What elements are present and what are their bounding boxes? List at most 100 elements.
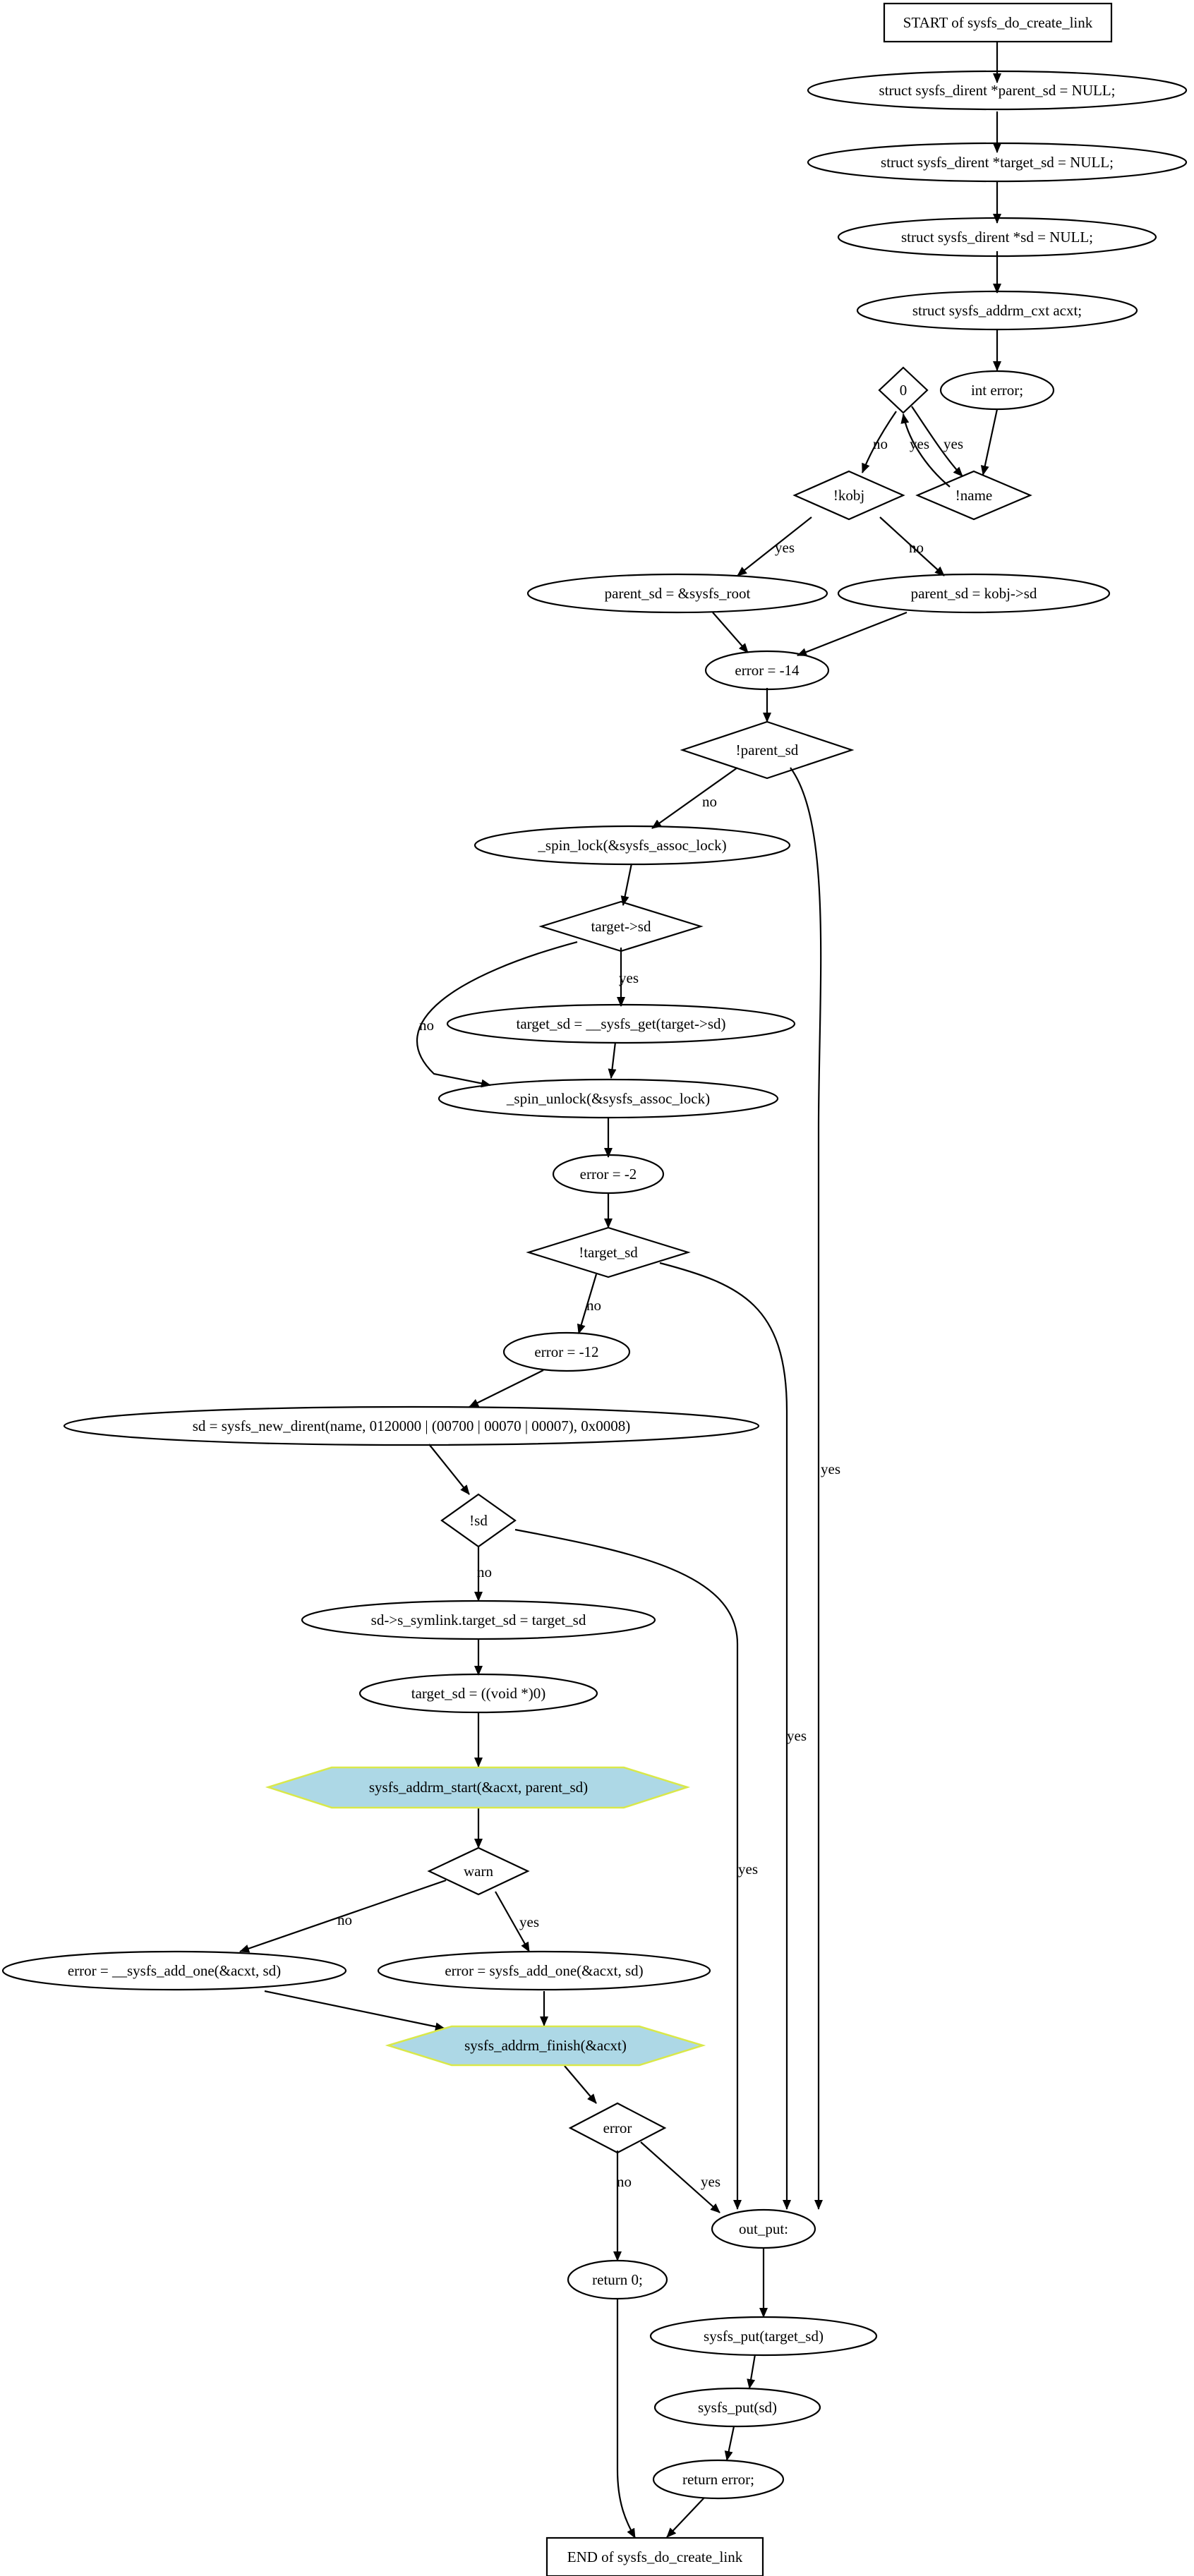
svg-text:out_put:: out_put: bbox=[739, 2220, 788, 2237]
edge-zero-name bbox=[911, 406, 963, 477]
node-err12: error = -12 bbox=[502, 1331, 631, 1372]
edge-label-sd-yes: yes bbox=[738, 1861, 758, 1877]
svg-text:sysfs_put(sd): sysfs_put(sd) bbox=[698, 2399, 777, 2416]
node-error-check: error bbox=[568, 2102, 667, 2154]
node-err14: error = -14 bbox=[704, 650, 830, 691]
svg-text:error = -2: error = -2 bbox=[580, 1166, 637, 1183]
edge-sdcheck-output bbox=[514, 1528, 742, 2210]
node-warn: warn bbox=[427, 1846, 530, 1896]
edge-kobj-parentkobj bbox=[879, 516, 945, 576]
svg-text:sd->s_symlink.target_sd = targ: sd->s_symlink.target_sd = target_sd bbox=[371, 1611, 586, 1628]
node-addrm-start: sysfs_addrm_start(&acxt, parent_sd) bbox=[265, 1766, 691, 1809]
edge-label-kobj-no: no bbox=[909, 539, 924, 556]
svg-text:sysfs_addrm_start(&acxt, paren: sysfs_addrm_start(&acxt, parent_sd) bbox=[369, 1779, 588, 1796]
svg-text:!sd: !sd bbox=[469, 1512, 488, 1529]
node-kobj-decision: !kobj bbox=[792, 470, 905, 521]
edge-label-parent-yes: yes bbox=[821, 1461, 840, 1477]
svg-text:START of sysfs_do_create_link: START of sysfs_do_create_link bbox=[903, 14, 1093, 31]
edges bbox=[239, 42, 1001, 2539]
svg-text:sysfs_put(target_sd): sysfs_put(target_sd) bbox=[704, 2328, 824, 2345]
edge-label-name-yes: yes bbox=[943, 435, 963, 452]
node-symlink: sd->s_symlink.target_sd = target_sd bbox=[301, 1600, 656, 1640]
node-sd-null: struct sysfs_dirent *sd = NULL; bbox=[837, 217, 1157, 258]
edge-finish-errorcheck bbox=[564, 2065, 597, 2104]
edge-errorcheck-output bbox=[640, 2141, 720, 2213]
edge-parentcheck-spinlock bbox=[651, 767, 738, 829]
svg-text:struct sysfs_dirent *target_sd: struct sysfs_dirent *target_sd = NULL; bbox=[881, 154, 1114, 171]
svg-text:!name: !name bbox=[955, 487, 992, 504]
svg-text:warn: warn bbox=[464, 1863, 493, 1880]
svg-text:struct sysfs_addrm_cxt acxt;: struct sysfs_addrm_cxt acxt; bbox=[912, 302, 1082, 319]
edge-label-warn-yes: yes bbox=[519, 1913, 539, 1930]
svg-text:END of sysfs_do_create_link: END of sysfs_do_create_link bbox=[567, 2548, 743, 2565]
node-parent-check: !parent_sd bbox=[680, 720, 855, 780]
edge-warn-addyes bbox=[495, 1891, 530, 1952]
node-return0: return 0; bbox=[567, 2259, 668, 2300]
node-parent-sd-null: struct sysfs_dirent *parent_sd = NULL; bbox=[807, 70, 1188, 111]
svg-text:0: 0 bbox=[900, 382, 907, 399]
edge-putsd-returnerror bbox=[724, 2426, 735, 2461]
svg-text:sd = sysfs_new_dirent(name, 01: sd = sysfs_new_dirent(name, 0120000 | (0… bbox=[193, 1417, 631, 1434]
node-sd-check: !sd bbox=[440, 1493, 517, 1548]
node-target-check: target->sd bbox=[538, 900, 704, 953]
edge-label-zero-no: no bbox=[873, 435, 888, 452]
edge-label-zero-yes: yes bbox=[910, 435, 929, 452]
edge-name-zero bbox=[900, 413, 951, 488]
edge-label-tsd-yes: yes bbox=[787, 1727, 807, 1744]
edge-warn-addno bbox=[239, 1879, 447, 1953]
node-spin-lock: _spin_lock(&sysfs_assoc_lock) bbox=[474, 825, 791, 866]
node-target-sd-null: struct sysfs_dirent *target_sd = NULL; bbox=[807, 142, 1188, 183]
edge-err12-newdirent bbox=[469, 1369, 544, 1408]
svg-text:parent_sd = &sysfs_root: parent_sd = &sysfs_root bbox=[605, 585, 751, 602]
svg-text:_spin_lock(&sysfs_assoc_lock): _spin_lock(&sysfs_assoc_lock) bbox=[537, 837, 726, 854]
node-out-put: out_put: bbox=[711, 2208, 816, 2249]
node-int-error: int error; bbox=[939, 370, 1055, 411]
edge-zero-kobj bbox=[861, 411, 897, 473]
svg-text:error = sysfs_add_one(&acxt, s: error = sysfs_add_one(&acxt, sd) bbox=[445, 1962, 643, 1979]
svg-text:!kobj: !kobj bbox=[833, 487, 864, 504]
edge-targetget-spinunlock bbox=[608, 1041, 617, 1079]
node-end: END of sysfs_do_create_link bbox=[545, 2536, 764, 2576]
edge-label-kobj-yes: yes bbox=[775, 539, 795, 556]
node-acxt: struct sysfs_addrm_cxt acxt; bbox=[856, 290, 1138, 331]
svg-text:struct sysfs_dirent *sd = NULL: struct sysfs_dirent *sd = NULL; bbox=[901, 229, 1093, 246]
svg-text:target_sd = ((void *)0): target_sd = ((void *)0) bbox=[411, 1685, 546, 1702]
svg-text:!parent_sd: !parent_sd bbox=[736, 742, 799, 758]
edge-returnerror-end bbox=[666, 2497, 705, 2538]
edge-label-target-yes: yes bbox=[619, 969, 639, 986]
svg-text:return error;: return error; bbox=[682, 2471, 754, 2488]
node-return-error: return error; bbox=[652, 2459, 785, 2500]
edge-newdirent-sdcheck bbox=[428, 1444, 470, 1495]
svg-text:target->sd: target->sd bbox=[591, 918, 651, 935]
node-target-sd-check: !target_sd bbox=[526, 1226, 691, 1278]
node-add-yes: error = sysfs_add_one(&acxt, sd) bbox=[377, 1950, 711, 1991]
node-new-dirent: sd = sysfs_new_dirent(name, 0120000 | (0… bbox=[63, 1405, 760, 1446]
svg-text:sysfs_addrm_finish(&acxt): sysfs_addrm_finish(&acxt) bbox=[464, 2037, 627, 2054]
edge-return0-end bbox=[616, 2299, 636, 2539]
svg-text:!target_sd: !target_sd bbox=[579, 1244, 638, 1261]
edge-tsdcheck-err12 bbox=[577, 1274, 598, 1334]
edge-spinlock-targetcheck bbox=[620, 863, 633, 906]
edge-tsdcheck-output bbox=[659, 1262, 791, 2210]
edge-addno-finish bbox=[264, 1990, 445, 2031]
node-target-get: target_sd = __sysfs_get(target->sd) bbox=[446, 1003, 796, 1044]
node-put-target: sysfs_put(target_sd) bbox=[649, 2316, 878, 2357]
node-target-void: target_sd = ((void *)0) bbox=[358, 1673, 598, 1714]
edge-label-parent-no: no bbox=[702, 793, 717, 810]
edge-parentcheck-output bbox=[790, 767, 823, 2210]
edge-label-error-yes: yes bbox=[701, 2173, 720, 2190]
edge-puttarget-putsd bbox=[747, 2354, 756, 2389]
node-add-no: error = __sysfs_add_one(&acxt, sd) bbox=[1, 1950, 347, 1991]
node-parent-kobj: parent_sd = kobj->sd bbox=[837, 573, 1111, 614]
node-addrm-finish: sysfs_addrm_finish(&acxt) bbox=[385, 2025, 706, 2067]
svg-text:struct sysfs_dirent *parent_sd: struct sysfs_dirent *parent_sd = NULL; bbox=[879, 82, 1116, 99]
node-put-sd: sysfs_put(sd) bbox=[653, 2387, 821, 2428]
edge-root-err14 bbox=[712, 612, 749, 653]
svg-text:error = -14: error = -14 bbox=[735, 662, 800, 679]
svg-text:parent_sd = kobj->sd: parent_sd = kobj->sd bbox=[911, 585, 1037, 602]
edge-label-target-no: no bbox=[419, 1017, 434, 1034]
svg-text:return 0;: return 0; bbox=[592, 2271, 643, 2288]
node-start: START of sysfs_do_create_link bbox=[883, 2, 1113, 43]
